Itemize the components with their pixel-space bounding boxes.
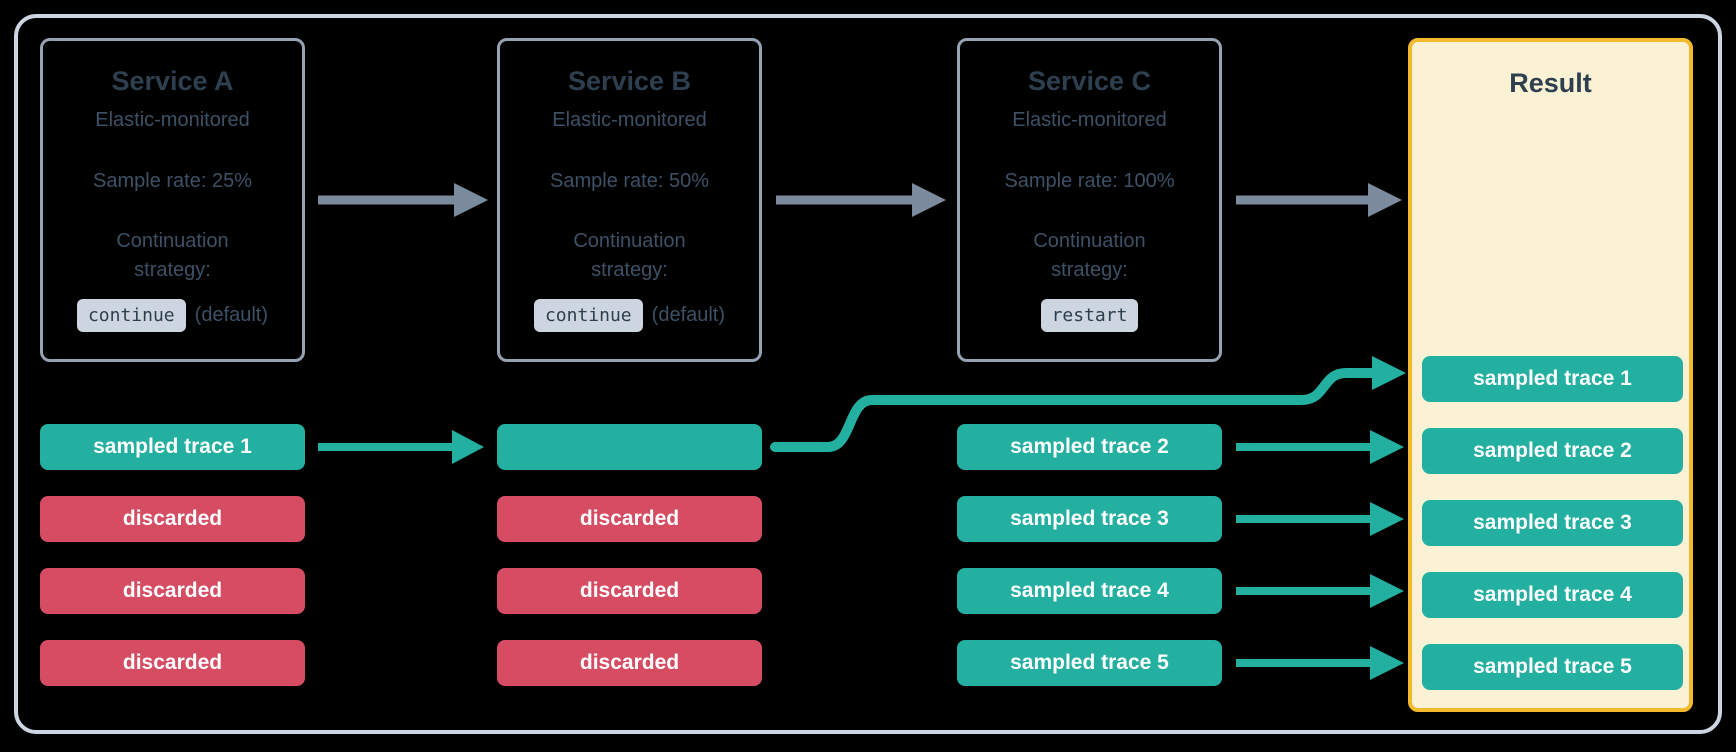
outer-frame bbox=[14, 14, 1722, 734]
result-row-sampled-trace-1: sampled trace 1 bbox=[1422, 356, 1683, 402]
service-a-trace-bar-discarded-2: discarded bbox=[40, 568, 305, 614]
service-b-strategy-suffix: (default) bbox=[651, 304, 726, 326]
service-c-strategy-chip: restart bbox=[1040, 299, 1139, 332]
service-a-monitoring: Elastic-monitored bbox=[95, 109, 250, 131]
result-title: Result bbox=[1509, 68, 1592, 98]
service-b-trace-bar-sampled-unlabeled bbox=[497, 424, 762, 470]
service-c-trace-bar-sampled-4: sampled trace 4 bbox=[957, 568, 1222, 614]
service-b-strategy-row: continue (default) bbox=[500, 299, 759, 332]
result-row-sampled-trace-5: sampled trace 5 bbox=[1422, 644, 1683, 690]
service-c-trace-bar-sampled-5: sampled trace 5 bbox=[957, 640, 1222, 686]
service-b-title: Service B bbox=[567, 66, 692, 96]
result-row-sampled-trace-4: sampled trace 4 bbox=[1422, 572, 1683, 618]
service-a-strategy-row: continue (default) bbox=[43, 299, 302, 332]
service-c-box: Service C Elastic-monitored Sample rate:… bbox=[957, 38, 1222, 362]
service-b-strategy-chip: continue bbox=[533, 299, 643, 332]
service-a-title: Service A bbox=[111, 66, 234, 96]
service-b-strategy-label: Continuation strategy: bbox=[573, 230, 686, 281]
service-c-title: Service C bbox=[1027, 66, 1152, 96]
service-a-trace-bar-discarded-1: discarded bbox=[40, 496, 305, 542]
service-b-trace-bar-discarded-3: discarded bbox=[497, 640, 762, 686]
result-box: Result sampled trace 1 sampled trace 2 s… bbox=[1408, 38, 1693, 712]
service-a-box: Service A Elastic-monitored Sample rate:… bbox=[40, 38, 305, 362]
service-c-sample-rate: Sample rate: 100% bbox=[1004, 170, 1175, 192]
service-a-trace-bar-sampled: sampled trace 1 bbox=[40, 424, 305, 470]
service-b-trace-bar-discarded-1: discarded bbox=[497, 496, 762, 542]
service-c-trace-bar-sampled-2: sampled trace 2 bbox=[957, 424, 1222, 470]
service-a-strategy-chip: continue bbox=[76, 299, 186, 332]
service-a-sample-rate: Sample rate: 25% bbox=[93, 170, 252, 192]
service-c-strategy-row: restart bbox=[960, 299, 1219, 332]
service-c-strategy-label: Continuation strategy: bbox=[1033, 230, 1146, 281]
service-b-box: Service B Elastic-monitored Sample rate:… bbox=[497, 38, 762, 362]
service-a-strategy-label: Continuation strategy: bbox=[116, 230, 229, 281]
service-b-monitoring: Elastic-monitored bbox=[552, 109, 707, 131]
service-a-strategy-suffix: (default) bbox=[194, 304, 269, 326]
service-a-trace-bar-discarded-3: discarded bbox=[40, 640, 305, 686]
result-row-sampled-trace-3: sampled trace 3 bbox=[1422, 500, 1683, 546]
service-b-trace-bar-discarded-2: discarded bbox=[497, 568, 762, 614]
result-row-sampled-trace-2: sampled trace 2 bbox=[1422, 428, 1683, 474]
service-c-monitoring: Elastic-monitored bbox=[1012, 109, 1167, 131]
service-b-sample-rate: Sample rate: 50% bbox=[550, 170, 709, 192]
service-c-trace-bar-sampled-3: sampled trace 3 bbox=[957, 496, 1222, 542]
